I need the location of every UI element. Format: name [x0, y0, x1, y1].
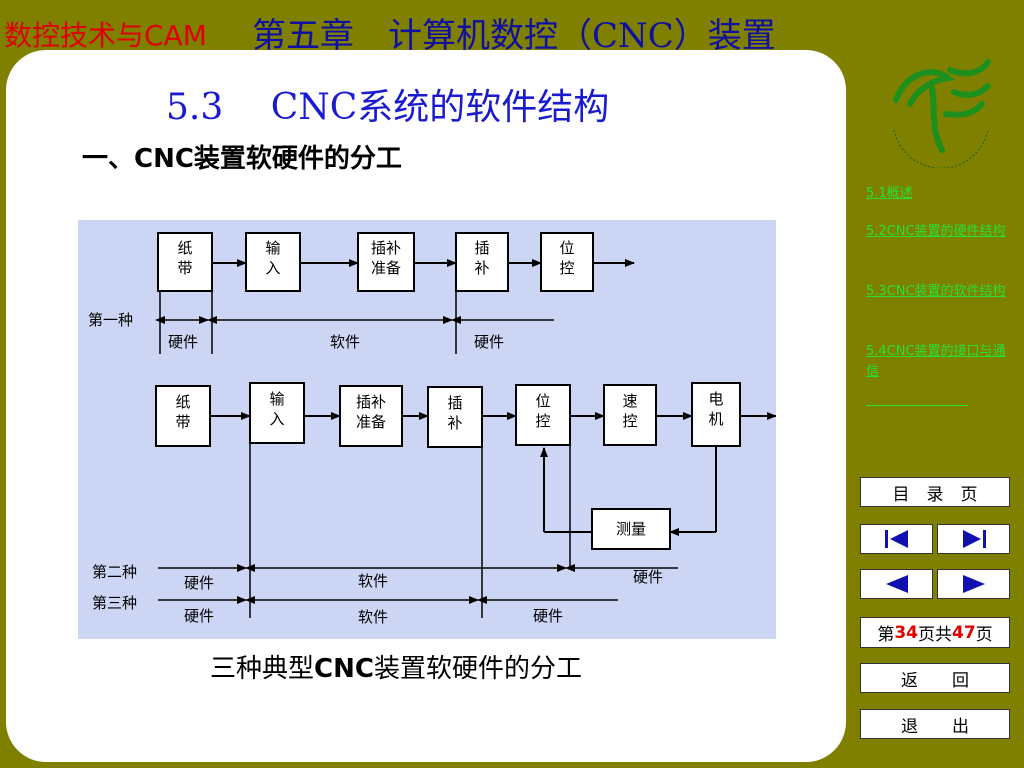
caption-bold: CNC [314, 654, 374, 684]
scheme2-hw1: 硬件 [184, 574, 214, 592]
nav-rule [866, 405, 968, 406]
last-page-button[interactable] [937, 524, 1010, 554]
scheme1-block-paper-tape: 纸带 [157, 232, 213, 292]
scheme2-hw2: 硬件 [633, 568, 663, 586]
back-button[interactable]: 返 回 [860, 663, 1010, 693]
scheme1-sw: 软件 [330, 333, 360, 351]
scheme2-sw: 软件 [358, 572, 388, 590]
svg-text:速控: 速控 [622, 392, 637, 430]
scheme2-block-speed: 速控 [603, 384, 657, 446]
chapter-title: 第五章 计算机数控（CNC）装置 [252, 16, 776, 56]
svg-text:位控: 位控 [535, 392, 550, 430]
scheme1-hw2: 硬件 [474, 333, 504, 351]
sidebar [850, 52, 1024, 768]
scheme2-block-input: 输入 [249, 382, 305, 444]
svg-text:输入: 输入 [269, 390, 284, 428]
caption-post: 装置软硬件的分工 [373, 654, 582, 684]
nav-link-interface[interactable]: 5.4CNC装置的接口与通信 [866, 344, 1006, 379]
scheme23-division [158, 443, 678, 618]
nav-link-software[interactable]: 5.3CNC装置的软件结构 [866, 284, 1006, 299]
caption-pre: 三种典型 [210, 654, 315, 684]
svg-text:插补: 插补 [474, 239, 489, 277]
scheme1-block-input: 输入 [245, 232, 301, 292]
svg-text:输入: 输入 [265, 239, 280, 277]
svg-text:测量: 测量 [616, 520, 646, 538]
prev-page-button[interactable] [860, 569, 933, 599]
scheme1-block-interp: 插补 [455, 232, 509, 292]
page-mid: 页共 [918, 625, 952, 645]
scheme3-hw2: 硬件 [533, 607, 563, 625]
scheme1-block-position: 位控 [540, 232, 594, 292]
next-page-button[interactable] [937, 569, 1010, 599]
page-current: 34 [894, 622, 918, 643]
diagram-panel: 纸带 输入 插补准备 插补 位控 第一种 硬件 软件 硬件 [78, 220, 776, 639]
scheme2-flow [210, 412, 776, 536]
university-logo [893, 59, 991, 168]
scheme3-label: 第三种 [92, 594, 137, 612]
subtitle: 一、CNC装置软硬件的分工 [82, 144, 402, 174]
scheme2-label: 第二种 [92, 563, 137, 581]
scheme2-block-interp-prep: 插补准备 [339, 385, 403, 447]
nav-link-overview[interactable]: 5.1概述 [866, 186, 913, 201]
division-diagram: 纸带 输入 插补准备 插补 位控 第一种 硬件 软件 硬件 [88, 232, 776, 626]
prev-page-icon [885, 575, 908, 593]
scheme2-block-motor: 电机 [691, 382, 741, 447]
scheme3-hw1: 硬件 [184, 607, 214, 625]
svg-text:插补准备: 插补准备 [371, 239, 401, 277]
scheme1-label: 第一种 [88, 311, 133, 329]
scheme1-hw1: 硬件 [168, 333, 198, 351]
slide-header: 数控技术与CAM 第五章 计算机数控（CNC）装置 [0, 0, 860, 56]
toc-button[interactable]: 目 录 页 [860, 477, 1010, 507]
scheme2-block-paper-tape: 纸带 [155, 385, 211, 447]
last-page-icon [962, 530, 986, 548]
scheme2-block-measure: 测量 [591, 508, 671, 550]
first-page-icon [884, 530, 908, 548]
diagram-caption: 三种典型CNC装置软硬件的分工 [210, 648, 582, 685]
svg-text:纸带: 纸带 [175, 393, 190, 431]
svg-text:插补准备: 插补准备 [356, 393, 386, 431]
first-page-button[interactable] [860, 524, 933, 554]
exit-button[interactable]: 退 出 [860, 709, 1010, 739]
page-pre: 第 [877, 625, 895, 645]
course-title: 数控技术与CAM [4, 19, 207, 52]
page-post: 页 [975, 625, 993, 645]
scheme1-block-paper-tape-label: 纸带 [177, 239, 192, 277]
svg-text:插补: 插补 [447, 394, 462, 432]
section-title: 5.3 CNC系统的软件结构 [166, 87, 610, 128]
svg-text:电机: 电机 [708, 390, 723, 428]
scheme2-block-position: 位控 [515, 384, 571, 446]
scheme1-division [155, 291, 554, 354]
nav-link-hardware[interactable]: 5.2CNC装置的硬件结构 [866, 224, 1006, 239]
page-total: 47 [952, 622, 976, 643]
next-page-icon [962, 575, 985, 593]
scheme3-sw: 软件 [358, 608, 388, 626]
svg-text:位控: 位控 [559, 239, 574, 277]
scheme2-block-interp: 插补 [427, 386, 483, 448]
scheme1-block-interp-prep: 插补准备 [357, 232, 415, 292]
